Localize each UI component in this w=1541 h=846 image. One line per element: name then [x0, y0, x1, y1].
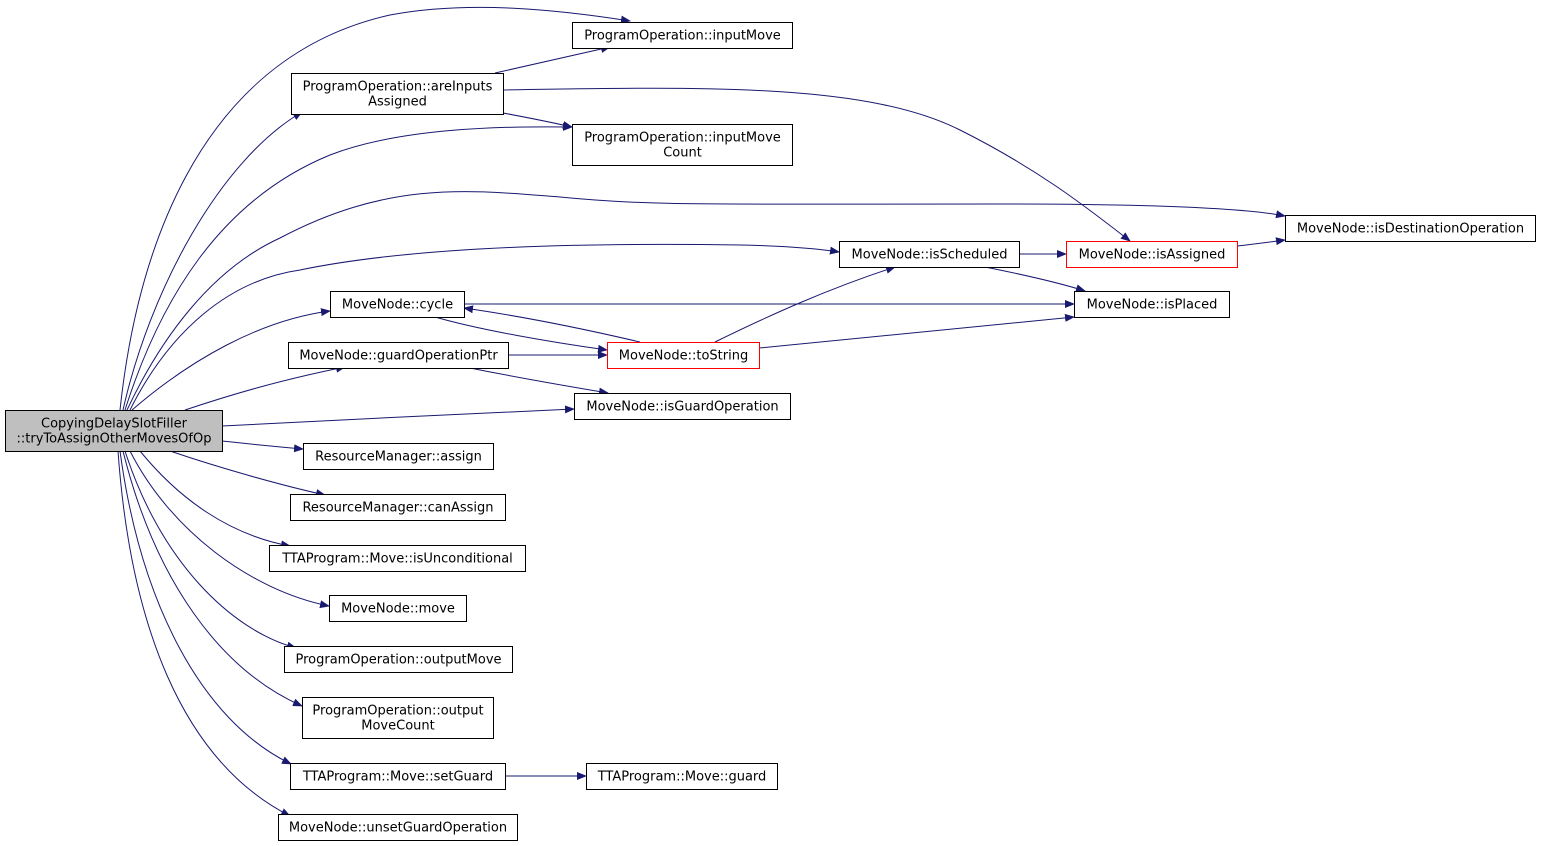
node-box — [288, 342, 509, 369]
node-mn_toString[interactable]: MoveNode::toString — [607, 342, 760, 369]
edges-layer — [117, 6, 1286, 817]
node-box — [1285, 215, 1536, 242]
node-root[interactable]: CopyingDelaySlotFiller::tryToAssignOther… — [5, 410, 223, 452]
edge-root-to-po_outputMove — [124, 450, 297, 650]
node-box — [572, 22, 793, 49]
node-box — [278, 814, 518, 841]
node-tta_isUnconditional[interactable]: TTAProgram::Move::isUnconditional — [269, 545, 526, 572]
nodes-layer: CopyingDelaySlotFiller::tryToAssignOther… — [5, 22, 1536, 841]
node-mn_cycle[interactable]: MoveNode::cycle — [330, 291, 465, 318]
node-label: ResourceManager::assign — [315, 450, 482, 465]
node-label: ProgramOperation::output — [312, 704, 483, 719]
node-box — [303, 443, 494, 470]
edge-root-to-tta_setGuard — [119, 450, 292, 765]
node-box — [1066, 241, 1238, 268]
node-label: ProgramOperation::areInputs — [303, 80, 493, 95]
node-box — [1074, 291, 1230, 318]
node-label: MoveNode::isGuardOperation — [586, 400, 778, 415]
node-label: Count — [663, 146, 702, 161]
node-tta_setGuard[interactable]: TTAProgram::Move::setGuard — [290, 763, 506, 790]
node-mn_move[interactable]: MoveNode::move — [329, 595, 467, 622]
node-box — [607, 342, 760, 369]
node-label: MoveNode::isScheduled — [852, 248, 1008, 263]
edge-mn_toString-to-mn_isPlaced — [758, 313, 1075, 349]
edge-root-to-mn_isScheduled — [129, 243, 840, 411]
edge-root-to-po_outputMoveCount — [122, 450, 303, 707]
node-label: ProgramOperation::outputMove — [295, 653, 501, 668]
node-box — [329, 595, 467, 622]
edge-root-to-mn_isGuardOperation — [221, 405, 575, 427]
node-label: Assigned — [368, 95, 427, 110]
node-box — [839, 241, 1020, 268]
node-tta_guard[interactable]: TTAProgram::Move::guard — [586, 763, 778, 790]
edge-root-to-mn_move — [129, 450, 330, 609]
node-mn_guardOperationPtr[interactable]: MoveNode::guardOperationPtr — [288, 342, 509, 369]
node-label: MoveNode::isAssigned — [1079, 248, 1226, 263]
node-label: MoveNode::move — [341, 602, 455, 617]
edge-mn_toString-to-mn_cycle — [463, 305, 641, 343]
node-label: MoveNode::isDestinationOperation — [1297, 222, 1524, 237]
node-label: MoveNode::unsetGuardOperation — [289, 821, 507, 836]
edge-mn_toString-to-mn_isScheduled — [714, 265, 896, 343]
node-mn_isScheduled[interactable]: MoveNode::isScheduled — [839, 241, 1020, 268]
edge-po_areInputsAssigned-to-po_inputMoveCount — [502, 112, 573, 129]
node-label: ProgramOperation::inputMove — [584, 131, 781, 146]
node-box — [290, 494, 506, 521]
node-box — [574, 393, 791, 420]
edge-po_areInputsAssigned-to-po_inputMove — [494, 45, 611, 74]
edge-po_areInputsAssigned-to-mn_isAssigned — [502, 87, 1131, 242]
node-label: MoveNode::toString — [619, 349, 748, 364]
edge-root-to-mn_unsetGuardOperation — [117, 450, 291, 817]
node-label: ::tryToAssignOtherMovesOfOp — [17, 432, 212, 447]
node-label: TTAProgram::Move::guard — [597, 770, 767, 785]
node-label: MoveNode::isPlaced — [1087, 298, 1218, 313]
node-box — [302, 697, 494, 739]
node-po_inputMove[interactable]: ProgramOperation::inputMove — [572, 22, 793, 49]
node-label: ResourceManager::canAssign — [302, 501, 493, 516]
edge-mn_isAssigned-to-mn_isDestinationOperation — [1236, 237, 1286, 247]
edge-mn_cycle-to-mn_toString — [434, 316, 608, 353]
edge-root-to-po_inputMoveCount — [124, 122, 573, 411]
node-label: TTAProgram::Move::isUnconditional — [281, 552, 513, 567]
node-mn_isDestinationOperation[interactable]: MoveNode::isDestinationOperation — [1285, 215, 1536, 242]
node-label: ProgramOperation::inputMove — [584, 29, 781, 44]
node-rm_canAssign[interactable]: ResourceManager::canAssign — [290, 494, 506, 521]
node-box — [269, 545, 526, 572]
node-label: CopyingDelaySlotFiller — [41, 417, 188, 432]
edge-root-to-po_inputMove — [119, 6, 631, 411]
node-po_outputMove[interactable]: ProgramOperation::outputMove — [284, 646, 513, 673]
edge-root-to-mn_cycle — [131, 308, 331, 411]
edge-root-to-po_areInputsAssigned — [122, 111, 303, 411]
node-label: MoveNode::guardOperationPtr — [299, 349, 498, 364]
edge-mn_isScheduled-to-mn_isPlaced — [984, 266, 1086, 293]
edge-root-to-mn_guardOperationPtr — [184, 364, 346, 411]
node-mn_isAssigned[interactable]: MoveNode::isAssigned — [1066, 241, 1238, 268]
node-label: MoveNode::cycle — [342, 298, 453, 313]
edge-root-to-rm_canAssign — [169, 450, 326, 497]
node-label: MoveCount — [361, 719, 434, 734]
edge-mn_guardOperationPtr-to-mn_isGuardOperation — [469, 367, 609, 396]
edge-root-to-mn_isDestinationOperation — [126, 191, 1286, 411]
edge-root-to-rm_assign — [221, 440, 304, 453]
node-box — [5, 410, 223, 452]
node-mn_isGuardOperation[interactable]: MoveNode::isGuardOperation — [574, 393, 791, 420]
node-box — [330, 291, 465, 318]
node-box — [291, 73, 504, 115]
node-mn_unsetGuardOperation[interactable]: MoveNode::unsetGuardOperation — [278, 814, 518, 841]
node-box — [290, 763, 506, 790]
node-box — [572, 124, 793, 166]
node-rm_assign[interactable]: ResourceManager::assign — [303, 443, 494, 470]
node-mn_isPlaced[interactable]: MoveNode::isPlaced — [1074, 291, 1230, 318]
node-box — [284, 646, 513, 673]
node-box — [586, 763, 778, 790]
edge-root-to-tta_isUnconditional — [139, 450, 291, 549]
node-label: TTAProgram::Move::setGuard — [302, 770, 493, 785]
